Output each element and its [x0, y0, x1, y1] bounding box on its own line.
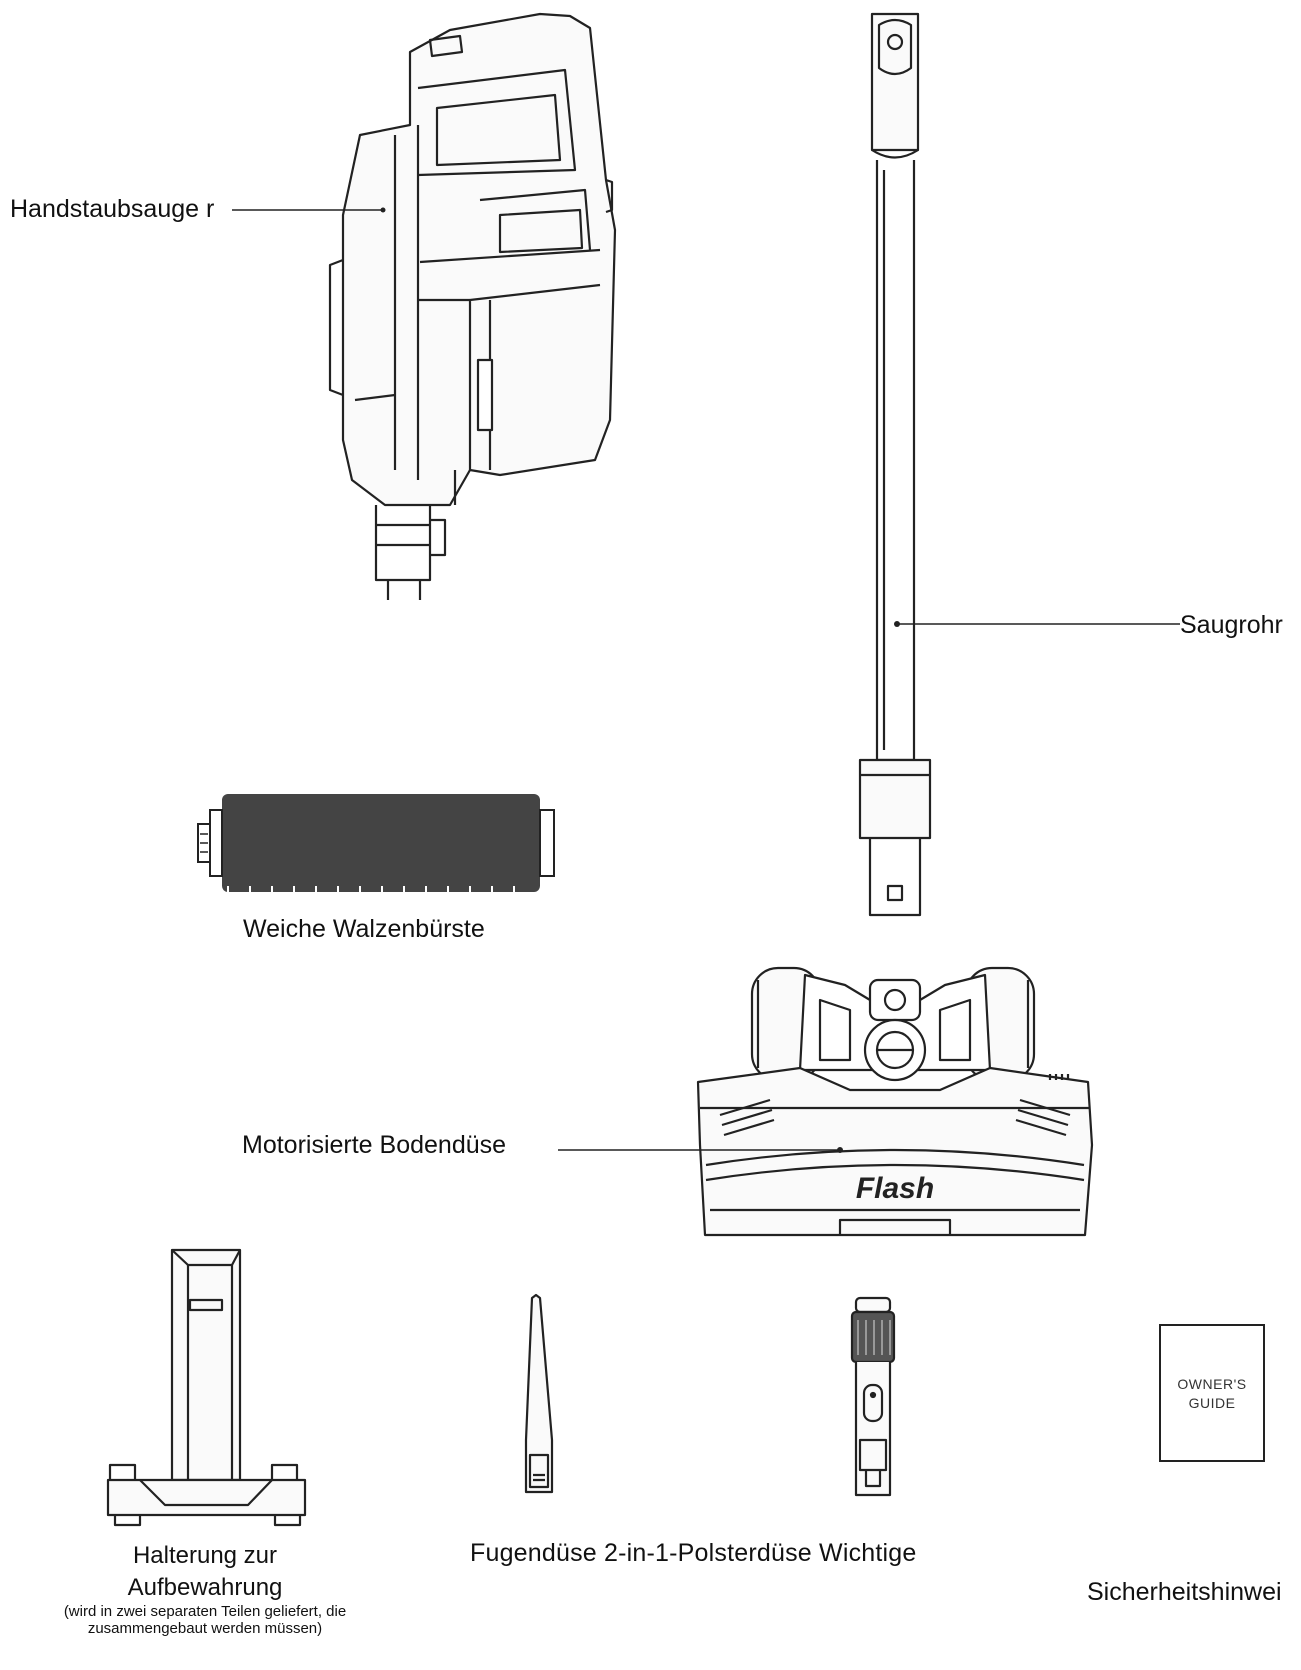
roller-brush-illustration [198, 794, 554, 892]
crevice-tool-illustration [526, 1295, 552, 1492]
handheld-leader-dot [381, 208, 386, 213]
label-floor-head: Motorisierte Bodendüse [242, 1130, 506, 1160]
handheld-vacuum-illustration [330, 14, 615, 600]
label-wand: Saugrohr [1180, 610, 1283, 640]
label-storage-holder-note: (wird in zwei separaten Teilen geliefert… [60, 1603, 350, 1637]
floor-head-leader-dot [837, 1147, 843, 1153]
wand-leader-dot [894, 621, 900, 627]
wand-illustration [860, 14, 930, 915]
label-roller-brush: Weiche Walzenbürste [243, 914, 485, 944]
floor-head-logo: Flash [856, 1172, 934, 1205]
owners-guide-illustration: OWNER'S GUIDE [1160, 1325, 1264, 1461]
label-accessories: Fugendüse 2-in-1-Polsterdüse Wichtige [470, 1538, 917, 1568]
label-safety-notice: Sicherheitshinwei [1087, 1577, 1282, 1607]
storage-holder-illustration [108, 1250, 305, 1525]
label-storage-holder-line1: Halterung zur [60, 1540, 350, 1572]
label-storage-holder-line2: Aufbewahrung [60, 1572, 350, 1604]
label-storage-holder: Halterung zur Aufbewahrung [60, 1540, 350, 1604]
label-handheld-vacuum: Handstaubsauge r [10, 194, 214, 224]
upholstery-tool-illustration [852, 1298, 894, 1495]
svg-text:OWNER'S: OWNER'S [1177, 1376, 1246, 1392]
svg-text:GUIDE: GUIDE [1189, 1395, 1236, 1411]
